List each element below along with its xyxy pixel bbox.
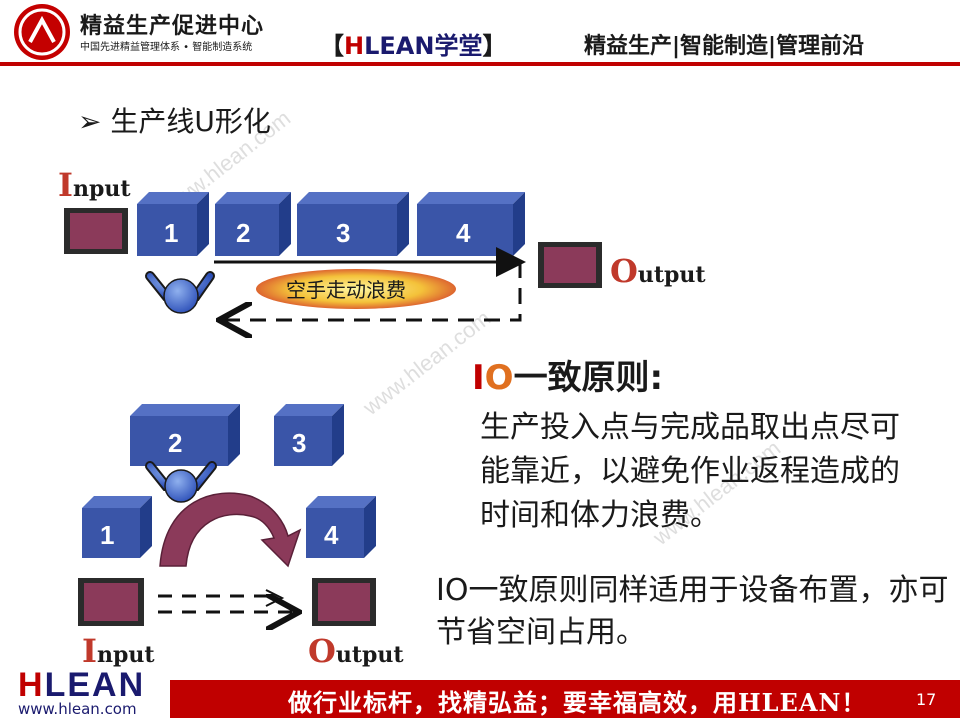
io-principle-heading: IO一致原则: [472,350,663,399]
io-heading-rest: 一致原则: [513,358,664,398]
slide-bullet-title: ➢ 生产线U形化 [78,105,271,138]
footer-slogan: 做行业标杆，找精弘益；要幸福高效，用HLEAN！ [288,688,867,717]
io-principle-description: 生产投入点与完成品取出点尽可能靠近，以避免作业返程造成的时间和体力浪费。 [480,410,900,533]
bottom-input-initial: I [82,632,97,670]
header-tagline: 精益生产|智能制造|管理前沿 [584,34,865,59]
bottom-input-machine [78,578,144,626]
curved-transfer-arrow [159,492,302,568]
bottom-output-rest: utput [335,642,404,668]
brand-h: H [344,32,365,60]
bottom-station-3-label: 3 [292,428,306,458]
logo-mark-icon [18,8,66,56]
brand-bracket-open: 【 [320,32,344,60]
footer-logo-rest: LEAN [44,666,146,704]
logo-subtitle: 中国先进精益管理体系 • 智能制造系统 [80,42,253,53]
top-output-label: Output [610,252,706,290]
top-input-rest: nput [72,176,131,202]
io-arrowhead [265,589,285,607]
bottom-output-label: Output [308,632,404,670]
bottom-output-initial: O [308,632,336,670]
top-station-2-label: 2 [236,218,250,248]
top-station-3-label: 3 [336,218,350,248]
brand-bracket-close: 】 [482,32,507,60]
footer-bar [170,680,960,718]
brand-school: 【HLEAN学堂】 [320,26,506,61]
bottom-station-2 [130,404,240,466]
bottom-station-1 [82,496,152,558]
top-operator-icon [145,271,215,314]
bottom-station-2-label: 2 [168,428,182,458]
io-principle-equipment-note: IO一致原则同样适用于设备布置，亦可节省空间占用。 [436,573,949,650]
bottom-input-label: Input [82,632,155,670]
top-output-initial: O [610,252,638,290]
top-output-machine [538,242,602,288]
top-input-label: Input [58,166,131,204]
bottom-input-rest: nput [96,642,155,668]
top-station-1-label: 1 [164,218,178,248]
footer-url: www.hlean.com [18,700,137,718]
bottom-output-machine [312,578,376,626]
top-station-2 [215,192,291,256]
waste-label: 空手走动浪费 [286,279,406,302]
bottom-operator-icon [145,461,217,503]
top-output-rest: utput [637,262,706,288]
top-station-4-label: 4 [456,218,471,248]
brand-lean: LEAN [364,32,435,60]
io-heading-o: O [484,358,514,398]
bottom-station-4 [306,496,376,558]
page-number: 17 [916,690,937,709]
top-input-machine [64,208,128,254]
bottom-station-1-label: 1 [100,520,114,550]
logo-emblem [14,4,70,60]
top-station-4 [417,192,525,256]
bottom-station-4-label: 4 [324,520,339,550]
footer-logo: HLEAN [18,666,145,705]
top-station-1 [137,192,209,256]
top-station-3 [297,192,409,256]
brand-school-text: 学堂 [434,32,483,60]
header-divider [0,62,960,66]
bottom-station-3 [274,404,344,466]
waste-oval [256,269,456,309]
logo-title: 精益生产促进中心 [80,14,265,39]
return-walk-arrow [222,262,522,320]
top-input-initial: I [58,166,73,204]
io-heading-i: I [472,358,485,398]
footer-logo-h: H [18,666,45,704]
